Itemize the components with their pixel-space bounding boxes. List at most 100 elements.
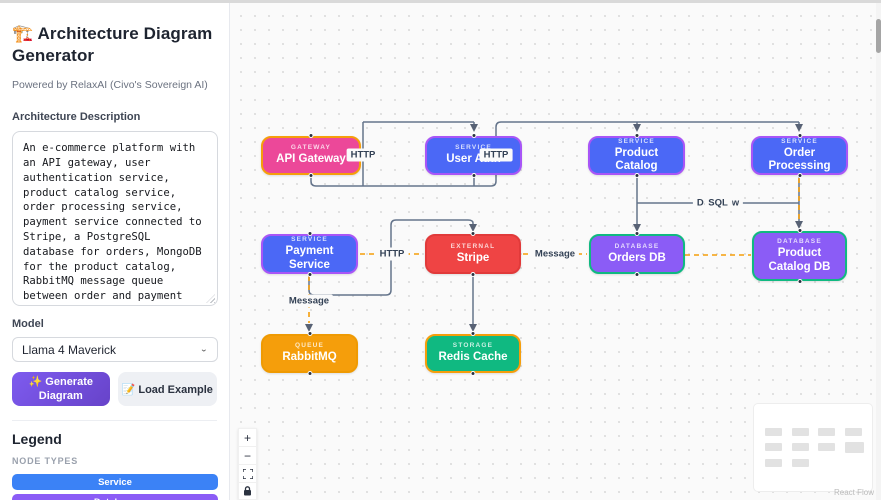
node-handle[interactable] (470, 272, 476, 277)
arrowhead-productcatalog (633, 124, 641, 132)
legend-subtitle: NODE TYPES (12, 456, 79, 467)
node-name: Stripe (456, 251, 490, 264)
edge-label-http: HTTP (346, 148, 380, 162)
powered-by-text: Powered by RelaxAI (Civo's Sovereign AI) (12, 79, 208, 92)
chevron-down-icon: ⌄ (199, 345, 208, 355)
node-handle[interactable] (634, 272, 640, 277)
node-name: Product Catalog (614, 146, 659, 172)
node-handle[interactable] (797, 133, 802, 138)
minimap-node (792, 443, 809, 451)
edge-label-message: Message (530, 247, 580, 261)
arrowhead-userauth (470, 124, 478, 132)
node-order-processing[interactable]: SERVICE Order Processing (751, 133, 848, 178)
node-payment-service[interactable]: SERVICE Payment Service (261, 231, 358, 277)
minimap-node (818, 443, 835, 451)
lock-icon (244, 486, 251, 496)
node-redis-cache[interactable]: STORAGE Redis Cache (425, 331, 521, 376)
diagram-canvas[interactable]: GATEWAY API Gateway SERVICE User Auth SE… (230, 3, 881, 500)
node-handle[interactable] (634, 133, 639, 138)
zoom-in-button[interactable]: + (238, 428, 257, 446)
node-type-label: DATABASE (777, 238, 822, 246)
architecture-description-input[interactable]: An e-commerce platform with an API gatew… (12, 131, 218, 307)
edge-label-sql: SQL (704, 196, 732, 210)
node-handle[interactable] (634, 173, 639, 178)
node-handle[interactable] (308, 173, 314, 178)
node-handle[interactable] (634, 231, 640, 236)
edge-label-message: Message (284, 294, 334, 308)
minimap-node (845, 442, 864, 453)
node-name: Orders DB (608, 251, 666, 264)
edge-label-http: HTTP (375, 247, 409, 261)
node-handle[interactable] (471, 133, 476, 138)
sidebar-divider (12, 420, 217, 422)
minimap-node (818, 428, 835, 436)
node-handle[interactable] (308, 133, 314, 138)
page-title: 🏗️ Architecture Diagram Generator (12, 24, 213, 66)
crane-icon: 🏗️ (12, 24, 34, 43)
minimap-node (845, 428, 862, 436)
minimap-node (765, 459, 782, 467)
model-label: Model (12, 318, 44, 331)
description-flagged-word: Redis (125, 305, 157, 306)
node-handle[interactable] (797, 279, 802, 284)
node-handle[interactable] (470, 231, 476, 236)
node-handle[interactable] (307, 331, 312, 336)
node-stripe[interactable]: EXTERNAL Stripe (425, 231, 521, 277)
node-rabbitmq[interactable]: QUEUE RabbitMQ (261, 331, 358, 376)
node-type-label: SERVICE (455, 144, 492, 152)
node-handle[interactable] (307, 231, 312, 236)
textarea-resize-handle[interactable] (206, 294, 215, 304)
sidebar: 🏗️ Architecture Diagram Generator Powere… (0, 3, 230, 500)
node-type-label: SERVICE (781, 137, 818, 145)
node-handle[interactable] (470, 331, 476, 336)
node-handle[interactable] (471, 173, 476, 178)
minus-icon: − (243, 448, 251, 463)
load-example-button[interactable]: 📝 Load Example (117, 372, 217, 407)
fit-view-button[interactable] (238, 464, 257, 482)
description-text-tail: cache in front of the catalog (23, 305, 195, 306)
edge-label-http: HTTP (479, 148, 513, 162)
node-type-label: QUEUE (294, 342, 325, 350)
node-product-catalog[interactable]: SERVICE Product Catalog (588, 133, 685, 178)
arrowhead-orderprocessing (795, 124, 803, 132)
scrollbar-thumb[interactable] (876, 19, 881, 53)
node-name: Order Processing (768, 146, 831, 172)
node-name: Redis Cache (438, 351, 508, 364)
fit-view-icon (242, 468, 253, 479)
scrollbar-track (876, 3, 881, 500)
lock-button[interactable] (238, 482, 257, 500)
node-handle[interactable] (307, 371, 312, 376)
node-name: Product Catalog DB (768, 247, 831, 273)
node-product-catalog-db[interactable]: DATABASE Product Catalog DB (752, 228, 847, 284)
node-api-gateway[interactable]: GATEWAY API Gateway (261, 133, 361, 178)
model-select-value: Llama 4 Maverick (22, 342, 117, 357)
node-name: API Gateway (276, 153, 346, 166)
app-root: 🏗️ Architecture Diagram Generator Powere… (0, 3, 881, 500)
node-type-label: EXTERNAL (450, 242, 496, 250)
node-orders-db[interactable]: DATABASE Orders DB (589, 231, 685, 277)
generate-diagram-button[interactable]: ✨ Generate Diagram (12, 372, 110, 407)
zoom-out-button[interactable]: − (238, 446, 257, 464)
description-text: An e-commerce platform with an API gatew… (23, 142, 202, 305)
react-flow-attribution: React Flow (833, 488, 874, 497)
description-label: Architecture Description (12, 111, 141, 124)
legend-item-database: Database (12, 494, 218, 500)
minimap[interactable] (754, 404, 872, 491)
action-buttons: ✨ Generate Diagram 📝 Load Example (12, 372, 217, 407)
node-type-label: SERVICE (291, 236, 328, 244)
node-handle[interactable] (797, 173, 802, 178)
edge-gateway-bus (310, 121, 799, 187)
node-type-label: STORAGE (452, 342, 494, 350)
window-top-edge (0, 0, 881, 3)
legend-item-service: Service (12, 474, 218, 491)
node-name: Payment Service (285, 245, 334, 271)
node-type-label: GATEWAY (290, 144, 332, 152)
node-handle[interactable] (797, 228, 802, 233)
node-handle[interactable] (307, 272, 312, 277)
minimap-node (765, 443, 782, 451)
legend-title: Legend (12, 431, 62, 448)
minimap-node (792, 459, 809, 467)
plus-icon: + (243, 430, 251, 445)
node-handle[interactable] (470, 371, 476, 376)
model-select[interactable]: Llama 4 Maverick ⌄ (12, 337, 218, 363)
